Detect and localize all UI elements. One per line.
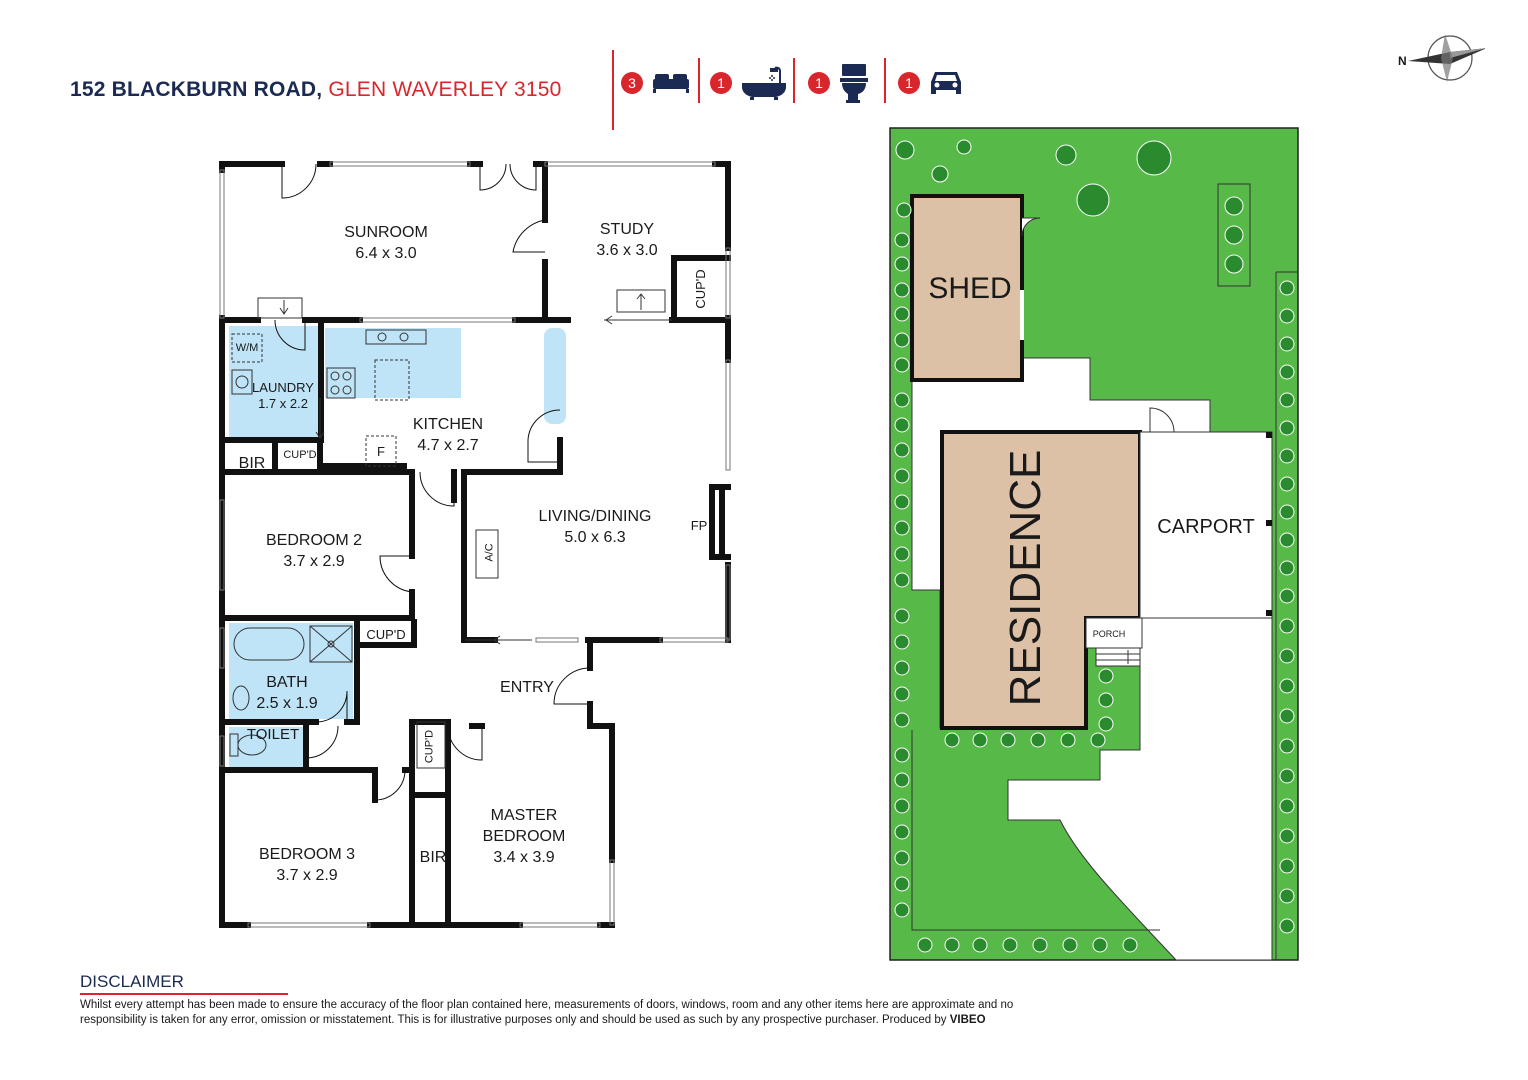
master-name-2: BEDROOM xyxy=(482,828,566,845)
master-bir-label: BIR xyxy=(419,849,447,866)
bedroom-2-label: BEDROOM 2 3.7 x 2.9 xyxy=(254,530,374,572)
sunroom-label: SUNROOM 6.4 x 3.0 xyxy=(336,222,436,264)
bedroom-2-name: BEDROOM 2 xyxy=(265,532,362,549)
kitchen-size: 4.7 x 2.7 xyxy=(417,437,479,454)
bath-size: 2.5 x 1.9 xyxy=(256,695,318,712)
laundry-label: LAUNDRY 1.7 x 2.2 xyxy=(248,380,318,412)
residence-label: RESIDENCE xyxy=(1001,449,1050,707)
study-name: STUDY xyxy=(599,221,655,238)
shed-label: SHED xyxy=(928,272,1012,305)
bedroom-3-size: 3.7 x 2.9 xyxy=(276,867,338,884)
compass-rose: N xyxy=(1395,28,1487,93)
disclaimer-title: DISCLAIMER xyxy=(80,972,288,995)
toilet-icon xyxy=(840,64,868,103)
disclaimer-text: Whilst every attempt has been made to en… xyxy=(80,998,1080,1028)
bathroom-count: 1 xyxy=(710,72,732,94)
toilet-count: 1 xyxy=(808,72,830,94)
kitchen-cupboard-label: CUP'D xyxy=(283,449,317,461)
compass-icon: N xyxy=(1398,34,1487,82)
feature-divider xyxy=(884,58,886,103)
toilet-label: TOILET xyxy=(246,726,300,743)
laundry-size: 1.7 x 2.2 xyxy=(258,396,308,411)
disclaimer-body: Whilst every attempt has been made to en… xyxy=(80,999,1014,1026)
property-address: 152 BLACKBURN ROAD, GLEN WAVERLEY 3150 xyxy=(70,78,562,102)
bedroom-2-size: 3.7 x 2.9 xyxy=(283,553,345,570)
study-label: STUDY 3.6 x 3.0 xyxy=(582,219,672,261)
walls xyxy=(219,161,731,928)
laundry-name: LAUNDRY xyxy=(252,380,314,395)
bedroom-count: 3 xyxy=(621,72,643,94)
feature-bathrooms: 1 xyxy=(710,62,788,104)
living-name: LIVING/DINING xyxy=(538,508,652,525)
windows xyxy=(219,161,731,928)
washing-machine-label: W/M xyxy=(235,342,259,354)
bedroom-3-name: BEDROOM 3 xyxy=(258,846,355,863)
fixtures xyxy=(229,289,672,769)
living-size: 5.0 x 6.3 xyxy=(564,529,626,546)
bath-icon xyxy=(742,66,786,100)
carport-label: CARPORT xyxy=(1157,516,1255,538)
compass-north-label: N xyxy=(1398,54,1407,68)
feature-toilets: 1 xyxy=(808,62,870,104)
laundry-bir-label: BIR xyxy=(238,455,266,472)
living-dining-label: LIVING/DINING 5.0 x 6.3 xyxy=(530,506,660,548)
car-icon xyxy=(931,72,961,94)
feature-divider xyxy=(793,58,795,103)
study-size: 3.6 x 3.0 xyxy=(596,242,658,259)
wet-areas xyxy=(229,326,566,769)
study-cupboard-label: CUP'D xyxy=(690,264,714,314)
bath-cupboard-label: CUP'D xyxy=(366,627,406,642)
sunroom-name: SUNROOM xyxy=(344,224,428,241)
master-bedroom-label: MASTER BEDROOM 3.4 x 3.9 xyxy=(464,805,584,868)
fireplace-label: FP xyxy=(690,518,708,533)
header-divider xyxy=(612,50,614,130)
site-plan xyxy=(889,127,1299,961)
entry-label: ENTRY xyxy=(500,679,554,696)
bath-label: BATH 2.5 x 1.9 xyxy=(250,672,324,714)
master-name-1: MASTER xyxy=(490,807,558,824)
address-suburb: GLEN WAVERLEY 3150 xyxy=(328,78,562,101)
porch-label: PORCH xyxy=(1092,629,1126,639)
bed-icon xyxy=(653,74,689,93)
fridge-label: F xyxy=(377,444,385,459)
kitchen-name: KITCHEN xyxy=(412,416,484,433)
parking-count: 1 xyxy=(898,72,920,94)
sunroom-size: 6.4 x 3.0 xyxy=(355,245,417,262)
bath-name: BATH xyxy=(266,674,308,691)
master-cupboard-label: CUP'D xyxy=(423,729,436,764)
feature-bedrooms: 3 xyxy=(621,62,691,104)
feature-parking: 1 xyxy=(898,62,964,104)
master-size: 3.4 x 3.9 xyxy=(493,849,555,866)
doors xyxy=(274,163,591,801)
feature-divider xyxy=(698,58,700,103)
air-conditioner-label: A/C xyxy=(483,543,496,562)
cupboard-text: CUP'D xyxy=(693,269,708,309)
bedroom-3-label: BEDROOM 3 3.7 x 2.9 xyxy=(250,844,364,886)
disclaimer-brand: VIBEO xyxy=(949,1014,986,1026)
address-street: 152 BLACKBURN ROAD, xyxy=(70,78,323,101)
kitchen-label: KITCHEN 4.7 x 2.7 xyxy=(396,414,500,456)
